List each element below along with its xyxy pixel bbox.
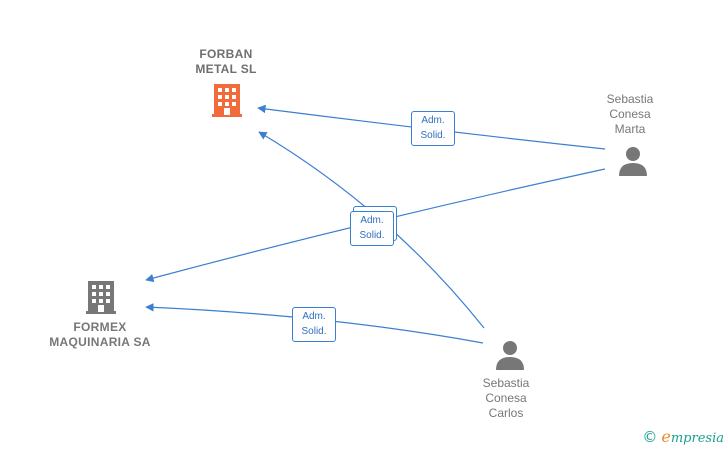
edge-label-carlos-formex: Adm. Solid. xyxy=(292,307,336,342)
brand-name: empresia xyxy=(661,427,724,446)
copyright-icon: © xyxy=(642,427,658,446)
carlos-label[interactable]: Sebastia Conesa Carlos xyxy=(482,376,530,420)
forban-building-icon[interactable] xyxy=(212,84,242,117)
formex-building-icon[interactable] xyxy=(86,281,116,314)
edge-label-marta-formex: Adm. Solid. xyxy=(350,211,394,246)
carlos-person-icon[interactable] xyxy=(496,341,524,370)
marta-label[interactable]: Sebastia Conesa Marta xyxy=(606,92,654,136)
marta-person-icon[interactable] xyxy=(619,147,647,176)
formex-label[interactable]: FORMEX MAQUINARIA SA xyxy=(49,320,151,349)
edge-label-marta-forban: Adm. Solid. xyxy=(411,111,455,146)
empresia-logo: © empresia xyxy=(642,427,724,446)
forban-label[interactable]: FORBAN METAL SL xyxy=(195,47,257,76)
